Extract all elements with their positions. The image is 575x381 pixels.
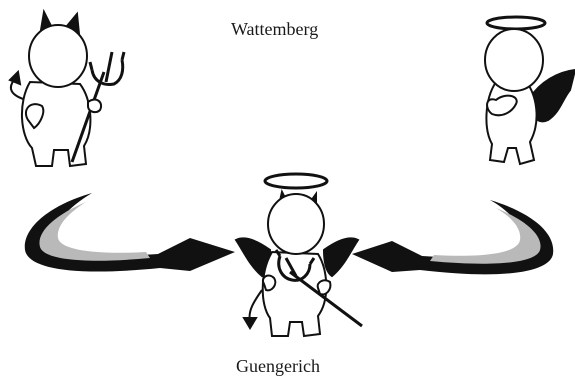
angel-head [485,29,543,91]
left-swoosh-arrow [25,193,235,272]
label-bottom: Guengerich [236,356,320,377]
label-top: Wattemberg [231,19,318,40]
devil-figure [10,12,124,166]
halo-icon [487,17,545,29]
right-swoosh-arrow [352,200,553,274]
center-hand-right [318,280,331,294]
center-body [263,252,327,336]
devil-angel-figure [236,174,362,336]
center-hand-left [263,276,275,291]
center-head [268,194,324,254]
center-tail-tip [244,318,256,328]
center-halo-icon [265,174,327,188]
center-wing-right [324,238,358,276]
devil-head [29,25,87,87]
angel-body [486,82,536,164]
devil-hand [88,100,101,113]
angel-figure [485,17,575,164]
